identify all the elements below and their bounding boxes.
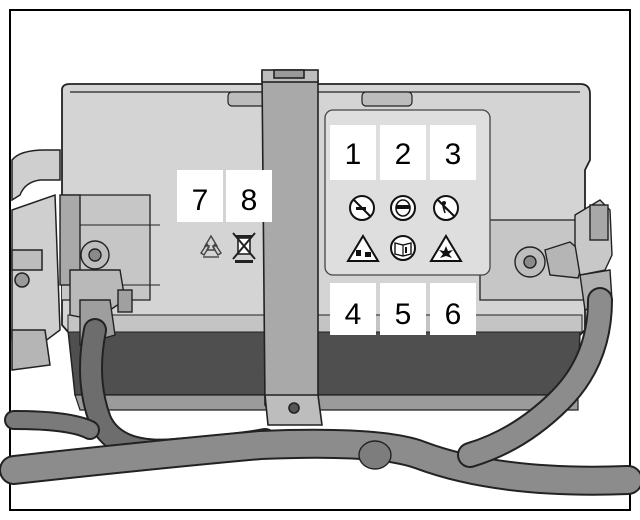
callout-labels: 1 2 3 4 5 6 7 8 xyxy=(177,125,476,335)
battery-cables xyxy=(0,287,640,496)
callout-label-5: 5 xyxy=(380,283,426,335)
callout-label-8: 8 xyxy=(226,170,272,222)
recycle-icon xyxy=(200,234,222,258)
callout-number: 2 xyxy=(395,138,412,171)
keep-children-away-icon xyxy=(433,195,459,221)
left-bracket xyxy=(11,149,61,371)
callout-number: 3 xyxy=(445,138,462,171)
callout-label-7: 7 xyxy=(177,170,223,222)
callout-number: 7 xyxy=(192,184,209,217)
battery-case xyxy=(61,83,591,411)
callout-number: 6 xyxy=(445,298,462,331)
positive-terminal xyxy=(514,199,613,311)
pictogram-keep-children-away xyxy=(433,195,459,221)
callout-label-6: 6 xyxy=(430,283,476,335)
pictogram-explosive xyxy=(429,234,463,262)
pictogram-corrosive xyxy=(346,234,380,262)
no-household-waste-icon xyxy=(232,232,256,263)
callout-label-1: 1 xyxy=(330,125,376,180)
pictogram-eye-protection xyxy=(390,195,416,221)
explosive-warning-icon xyxy=(429,234,463,262)
callout-number: 4 xyxy=(345,298,362,331)
hold-down-strap xyxy=(261,69,323,426)
pictogram-no-smoking xyxy=(349,195,375,221)
pictogram-recycle xyxy=(200,234,222,258)
callout-label-4: 4 xyxy=(330,283,376,335)
pictogram-read-manual xyxy=(390,235,416,261)
callout-label-2: 2 xyxy=(380,125,426,180)
no-smoking-icon xyxy=(349,195,375,221)
eye-protection-icon xyxy=(390,195,416,221)
callout-label-3: 3 xyxy=(430,125,476,180)
pictogram-no-household-waste xyxy=(232,232,256,263)
read-manual-icon xyxy=(390,235,416,261)
callout-number: 1 xyxy=(345,138,362,171)
callout-number: 8 xyxy=(241,184,258,217)
corrosive-warning-icon xyxy=(346,234,380,262)
callout-number: 5 xyxy=(395,298,412,331)
